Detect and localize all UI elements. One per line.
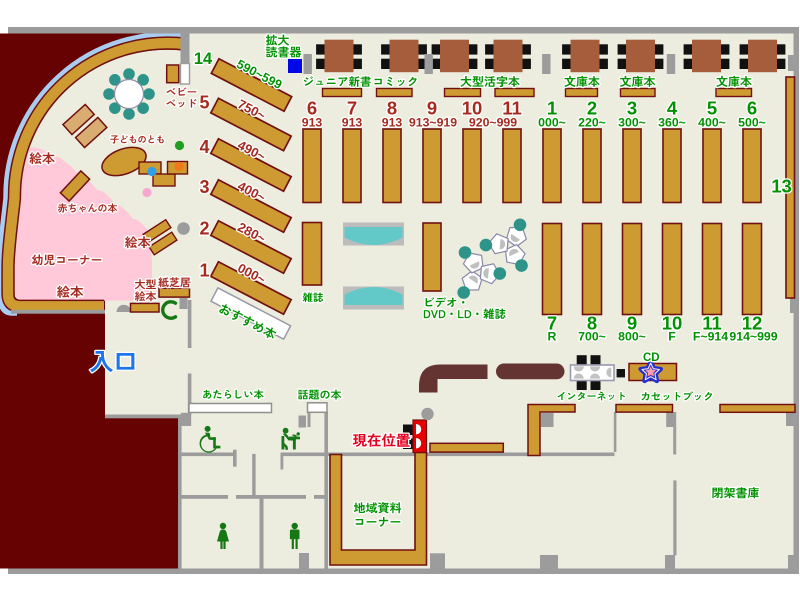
svg-text:CD: CD [643, 352, 660, 364]
svg-text:400~: 400~ [698, 115, 726, 129]
svg-text:913: 913 [302, 115, 323, 129]
svg-text:9: 9 [427, 97, 437, 118]
svg-text:8: 8 [587, 312, 597, 333]
svg-text:5: 5 [199, 93, 209, 113]
svg-text:R: R [548, 330, 557, 344]
svg-text:4: 4 [199, 137, 209, 157]
svg-text:4: 4 [667, 97, 678, 118]
svg-text:10: 10 [462, 97, 483, 118]
svg-text:9: 9 [627, 312, 637, 333]
svg-text:913: 913 [342, 115, 363, 129]
svg-text:913~919: 913~919 [409, 115, 457, 129]
svg-text:F: F [668, 330, 676, 344]
svg-text:913: 913 [382, 115, 403, 129]
svg-text:5: 5 [707, 97, 717, 118]
svg-text:12: 12 [742, 312, 763, 333]
svg-text:14: 14 [194, 50, 213, 68]
svg-text:10: 10 [662, 312, 683, 333]
svg-text:8: 8 [387, 97, 397, 118]
svg-text:13: 13 [771, 176, 792, 197]
svg-text:6: 6 [307, 97, 317, 118]
svg-text:1: 1 [199, 261, 209, 281]
svg-text:11: 11 [702, 312, 722, 333]
svg-text:500~: 500~ [738, 115, 766, 129]
svg-text:220~: 220~ [578, 115, 606, 129]
svg-text:1: 1 [547, 97, 557, 118]
svg-text:2: 2 [199, 219, 209, 239]
svg-text:360~: 360~ [658, 115, 686, 129]
svg-text:3: 3 [199, 177, 209, 197]
svg-text:914~999: 914~999 [729, 330, 777, 344]
svg-text:300~: 300~ [618, 115, 646, 129]
svg-text:700~: 700~ [578, 330, 606, 344]
svg-text:F~914: F~914 [693, 330, 728, 344]
svg-text:920~999: 920~999 [469, 115, 517, 129]
svg-text:6: 6 [747, 97, 757, 118]
svg-text:7: 7 [347, 97, 357, 118]
svg-text:7: 7 [547, 312, 557, 333]
svg-text:11: 11 [502, 97, 522, 118]
svg-text:3: 3 [627, 97, 637, 118]
svg-text:2: 2 [587, 97, 597, 118]
svg-text:800~: 800~ [618, 330, 646, 344]
svg-text:000~: 000~ [538, 115, 566, 129]
